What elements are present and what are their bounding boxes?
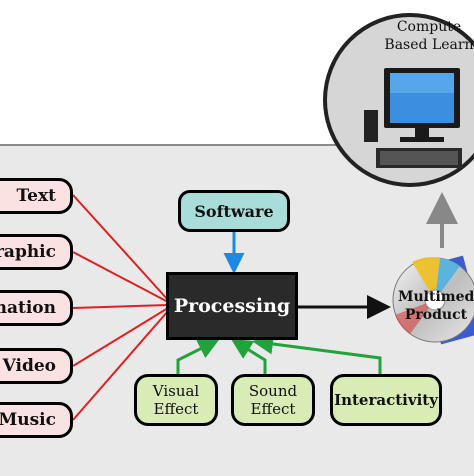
software-label: Software: [194, 201, 274, 221]
effect-arrows: [176, 333, 382, 378]
software-box: Software: [178, 190, 290, 232]
input-graphic: raphic: [0, 234, 73, 270]
interactivity-box: Interactivity: [330, 374, 442, 426]
input-animation-label: imation: [0, 298, 56, 318]
input-animation: imation: [0, 290, 73, 326]
input-graphic-label: raphic: [0, 242, 56, 262]
input-music: Music: [0, 402, 73, 438]
input-lines: [72, 194, 169, 421]
input-music-label: Music: [0, 410, 56, 430]
computer-icon: [364, 68, 462, 168]
input-text-label: Text: [16, 186, 56, 206]
processing-box: Processing: [166, 272, 298, 340]
cd-icon: [392, 255, 474, 345]
input-text: Text: [0, 178, 73, 214]
processing-label: Processing: [173, 295, 291, 317]
input-video-prefix: V: [2, 356, 16, 376]
input-video: Video: [0, 348, 73, 384]
interactivity-label: Interactivity: [334, 391, 438, 409]
input-video-label: Video: [3, 356, 56, 376]
input-video-rest: ideo: [15, 356, 57, 376]
